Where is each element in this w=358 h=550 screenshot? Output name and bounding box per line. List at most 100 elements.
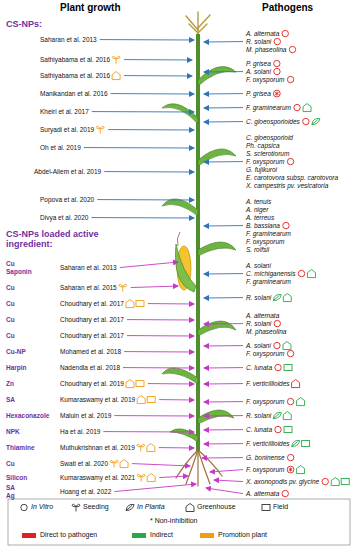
citation-label: Choudhary et al. 2017 <box>60 316 124 323</box>
citation-label: Maluin et al. 2019 <box>60 412 111 419</box>
section-heading: CS-NPs: <box>6 20 42 30</box>
legend-text: Direct to pathogen <box>40 531 97 539</box>
citation-label: Suryadi et al. 2019 <box>40 126 94 133</box>
leader-arrow <box>204 401 243 402</box>
pathogen-name: F. verticillioides <box>246 380 290 387</box>
section-heading: CS-NPs loaded active ingredient: <box>6 230 106 250</box>
ingredient-label: SA <box>6 484 15 491</box>
symbol-part <box>141 477 142 482</box>
leader-arrow <box>159 447 194 448</box>
leader-arrow <box>204 297 243 298</box>
leader-arrow <box>148 303 194 304</box>
leader-arrow <box>84 147 194 148</box>
pathogen-name: C. lunata <box>246 364 272 371</box>
method-symbol <box>297 466 305 474</box>
method-symbol <box>112 72 120 80</box>
symbol-part <box>292 440 300 446</box>
legend-text: * Non-inhibition <box>150 517 197 525</box>
symbol-part <box>312 120 318 125</box>
pathogen-name: F. oxysporum <box>246 238 285 245</box>
symbol-part <box>140 447 141 452</box>
method-symbol <box>110 460 118 467</box>
citation-label: Popova et al. 2020 <box>40 196 94 203</box>
pathogen-name: G. fujikuroi <box>246 166 277 173</box>
leader-arrow <box>97 199 194 200</box>
citation-label: Mohamed et al. 2018 <box>60 348 121 355</box>
tassel <box>186 12 210 36</box>
leader-arrow <box>123 367 194 368</box>
ingredient-label: Zn <box>6 380 14 387</box>
pathogen-name: R. solani <box>246 294 271 301</box>
method-symbol <box>275 426 281 432</box>
method-symbol <box>287 158 293 164</box>
symbol-part <box>331 478 339 486</box>
pathogen-name: C. michiganensis <box>246 270 296 277</box>
pathogen-name: F. graminearum <box>246 104 291 111</box>
pathogen-name: A. solani <box>246 342 271 349</box>
leader-arrow <box>206 488 243 494</box>
pathogen-name: C. gloeosporioid <box>246 134 293 141</box>
leader-arrow <box>204 345 243 346</box>
ingredient-label: Cu <box>6 460 15 467</box>
leader-arrow <box>159 399 194 400</box>
symbol-part <box>273 90 280 97</box>
symbol-part <box>287 350 293 356</box>
symbol-part <box>297 398 305 406</box>
method-symbol <box>274 38 280 44</box>
pathogen-name: R. solani <box>246 320 271 327</box>
method-symbol <box>137 396 145 404</box>
ingredient-label: Harpin <box>6 364 27 371</box>
method-symbol <box>308 270 316 278</box>
method-symbol <box>136 301 144 307</box>
method-symbol <box>284 365 292 371</box>
symbol-part <box>275 364 281 370</box>
citation-label: Nadendla et al. 2018 <box>60 364 120 371</box>
pathogen-name: A. tenuis <box>246 198 271 205</box>
symbol-part <box>312 118 320 124</box>
pathogen-name: F. graminearum <box>246 230 291 237</box>
symbol-part <box>137 474 141 477</box>
method-symbol <box>283 294 291 302</box>
citation-label: Choudhary et al. 2017 <box>60 332 124 339</box>
method-symbol <box>322 478 328 484</box>
leader-arrow <box>127 319 194 320</box>
symbol-part <box>303 118 309 124</box>
ingredient-label: SA <box>6 396 15 403</box>
symbol-part <box>141 444 145 447</box>
leader-arrow <box>114 415 194 416</box>
method-symbol <box>275 364 281 370</box>
pathogen-name: Ph. capsica <box>246 142 280 149</box>
symbol-part <box>282 490 288 496</box>
pathogen-name: F. oxysporum <box>246 76 285 83</box>
symbol-part <box>287 454 293 460</box>
ingredient-label: Cu-NP <box>6 348 26 355</box>
method-symbol <box>303 118 309 124</box>
leader-arrow <box>202 457 243 458</box>
symbol-part <box>100 126 104 129</box>
pathogen-name: X. axonopodis pv. glycine <box>246 478 319 485</box>
legend-text: Indirect <box>150 531 173 539</box>
method-symbol <box>274 320 280 326</box>
ingredient-label: Ag <box>6 492 15 499</box>
ingredient-label: Hexaconazole <box>6 412 49 419</box>
symbol-part <box>137 444 141 447</box>
leader-arrow <box>91 217 194 218</box>
pathogen-name: A. alternata <box>246 30 279 37</box>
symbol-part <box>273 412 281 418</box>
pathogen-name: F. oxysporum <box>246 158 285 165</box>
symbol-part <box>289 468 292 472</box>
symbol-part <box>112 56 116 59</box>
symbol-part <box>275 426 281 432</box>
leader-arrow <box>214 480 243 482</box>
leader-arrow <box>159 476 188 478</box>
symbol-part <box>114 460 118 463</box>
symbol-part <box>147 444 155 452</box>
corn-ear <box>175 232 196 292</box>
leader-arrow <box>124 351 194 352</box>
leader-arrow <box>204 71 243 72</box>
ingredient-label: Cu <box>6 332 15 339</box>
leader-arrow <box>204 225 243 226</box>
symbol-part <box>292 442 298 447</box>
symbol-part <box>274 60 280 66</box>
